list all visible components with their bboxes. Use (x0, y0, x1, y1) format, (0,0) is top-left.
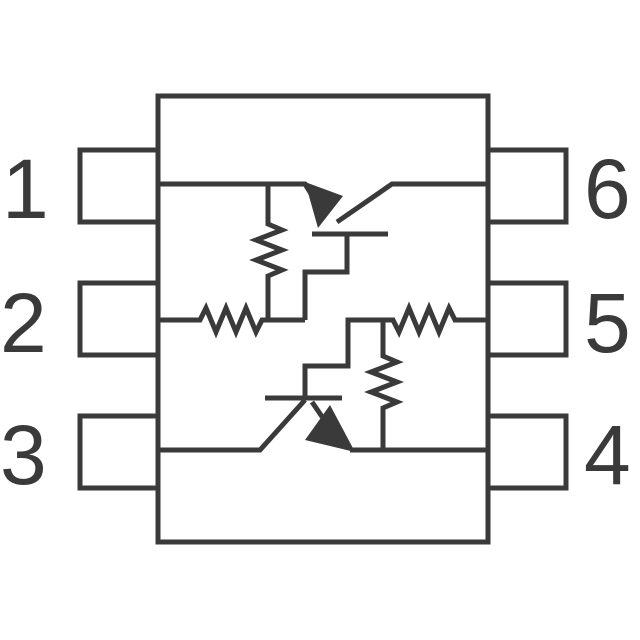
pin-label-2: 2 (0, 276, 47, 370)
pin-label-3: 3 (0, 408, 47, 502)
wire-collector-pin6 (335, 181, 488, 225)
pin-pad-2 (77, 280, 161, 358)
pin-pad-3 (77, 413, 161, 491)
pin-pad-5 (485, 280, 569, 358)
transistor-upper (158, 181, 488, 339)
pin-label-4: 4 (584, 408, 631, 502)
transistor-lower (158, 301, 488, 453)
emitter-arrow-lower (305, 405, 355, 452)
wire-collector-pin3 (158, 398, 307, 453)
pin-label-1: 1 (2, 142, 49, 236)
emitter-arrow-upper (305, 182, 343, 228)
resistor-base-lower (302, 301, 488, 398)
pin-label-5: 5 (584, 276, 631, 370)
pin-pad-6 (485, 147, 569, 225)
pin-pad-4 (485, 413, 569, 491)
resistor-be-lower (364, 320, 404, 450)
wire-pin1-emitter (158, 181, 323, 210)
pin-label-6: 6 (584, 142, 631, 236)
wire-base-upper (302, 234, 350, 320)
resistor-base-upper (158, 301, 305, 339)
resistor-be-upper (249, 184, 289, 320)
pin-pad-1 (77, 147, 161, 225)
package-body (155, 93, 491, 545)
